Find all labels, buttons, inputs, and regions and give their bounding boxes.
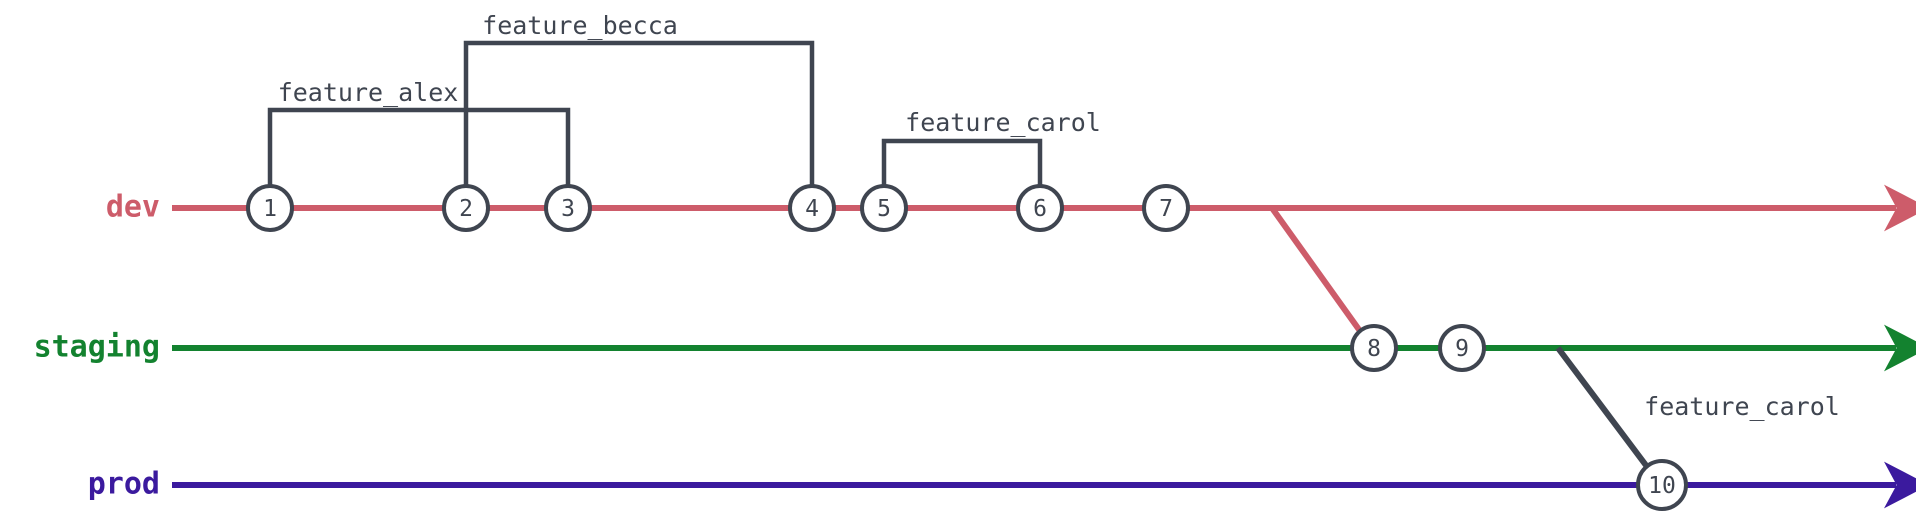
- merge-edges-group: feature_carol: [1269, 206, 1840, 470]
- commit-label: 8: [1367, 336, 1381, 362]
- feature-bracket-alex: [267, 107, 571, 186]
- commit-node-9[interactable]: 9: [1438, 324, 1486, 372]
- commit-circle: [1142, 184, 1190, 232]
- branch-label-prod: prod: [88, 467, 160, 502]
- commit-circle: [544, 184, 592, 232]
- commit-circle: [1350, 324, 1398, 372]
- branch-label-staging: staging: [34, 330, 160, 365]
- commit-node-2[interactable]: 2: [442, 184, 490, 232]
- commit-node-8[interactable]: 8: [1350, 324, 1398, 372]
- merge-edge-staging-to-prod: [1555, 346, 1651, 470]
- feature-label-carol: feature_carol: [905, 108, 1101, 137]
- commit-node-10[interactable]: 10: [1636, 459, 1688, 511]
- feature-label-becca: feature_becca: [482, 11, 678, 40]
- commit-label: 10: [1648, 473, 1676, 499]
- commit-circle: [1438, 324, 1486, 372]
- commit-node-4[interactable]: 4: [788, 184, 836, 232]
- commit-circle: [1016, 184, 1064, 232]
- commit-label: 9: [1455, 336, 1469, 362]
- commit-circle: [788, 184, 836, 232]
- commit-circle: [442, 184, 490, 232]
- branch-label-dev: dev: [106, 190, 160, 225]
- commit-label: 5: [877, 196, 891, 222]
- commit-node-1[interactable]: 1: [246, 184, 294, 232]
- commit-label: 2: [459, 196, 473, 222]
- commit-nodes-group: 1 2 3 4 5 6 7: [246, 184, 1688, 511]
- merge-edge-dev-to-staging: [1269, 206, 1363, 333]
- commit-circle: [246, 184, 294, 232]
- commit-label: 7: [1159, 196, 1173, 222]
- commit-node-5[interactable]: 5: [860, 184, 908, 232]
- feature-bracket-carol: [881, 138, 1043, 186]
- branch-lines-group: [172, 184, 1916, 509]
- feature-label-carol-prod: feature_carol: [1644, 392, 1840, 421]
- feature-labels-group: feature_alex feature_becca feature_carol: [278, 11, 1101, 137]
- commit-node-7[interactable]: 7: [1142, 184, 1190, 232]
- commit-circle: [1636, 459, 1688, 511]
- commit-label: 3: [561, 196, 575, 222]
- commit-node-6[interactable]: 6: [1016, 184, 1064, 232]
- commit-label: 4: [805, 196, 819, 222]
- commit-label: 1: [263, 196, 277, 222]
- branch-labels-group: dev staging prod: [34, 190, 160, 502]
- commit-circle: [860, 184, 908, 232]
- feature-label-alex: feature_alex: [278, 78, 459, 107]
- feature-brackets-group: [267, 40, 1043, 186]
- commit-node-3[interactable]: 3: [544, 184, 592, 232]
- commit-label: 6: [1033, 196, 1047, 222]
- feature-bracket-becca: [463, 40, 815, 186]
